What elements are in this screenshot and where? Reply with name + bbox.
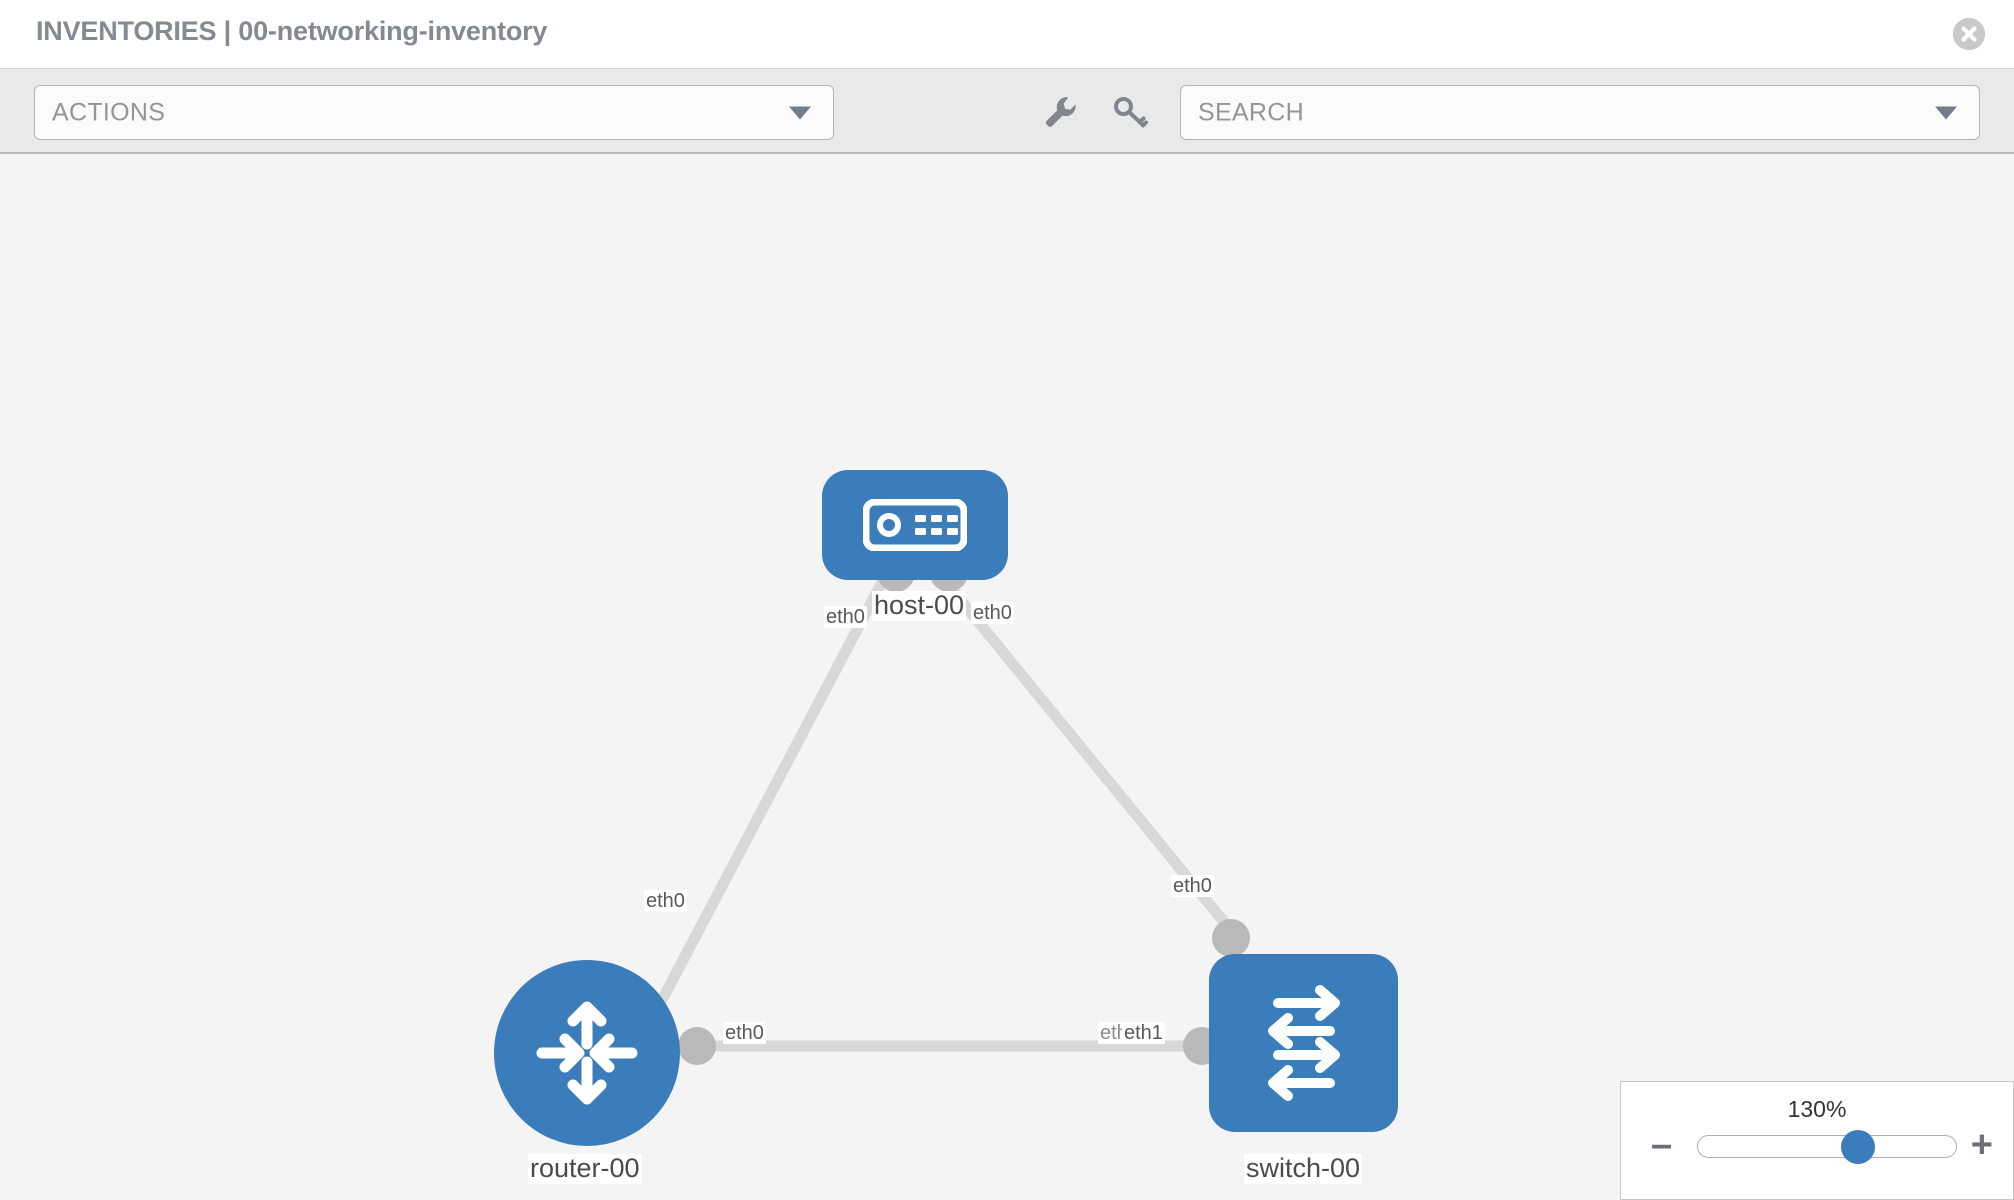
- topology-graph: host-00 eth0 eth0: [0, 154, 2014, 1200]
- zoom-percent-label: 130%: [1787, 1096, 1847, 1122]
- port-router00-right[interactable]: [678, 1027, 716, 1065]
- actions-dropdown-label: ACTIONS: [52, 98, 166, 126]
- zoom-in-button[interactable]: +: [1970, 1124, 1993, 1166]
- actions-dropdown[interactable]: ACTIONS: [34, 85, 834, 140]
- chevron-down-icon: [789, 106, 811, 119]
- node-label-switch-00: switch-00: [1244, 1153, 1363, 1184]
- page-title: INVENTORIES | 00-networking-inventory: [36, 16, 548, 46]
- edge-label-host00-eth0-left: eth0: [824, 606, 867, 628]
- switch-arrows-icon: [1267, 985, 1340, 1101]
- search-input-placeholder[interactable]: SEARCH: [1198, 98, 1304, 126]
- chevron-down-icon: [1935, 106, 1957, 119]
- close-icon[interactable]: [1953, 18, 1985, 50]
- port-switch00-top[interactable]: [1212, 919, 1250, 957]
- topology-edges: [647, 565, 1247, 1052]
- edge-label-switch00-eth1: eth1: [1122, 1022, 1165, 1044]
- zoom-slider-track[interactable]: [1697, 1130, 1957, 1164]
- edge-label-switch00-eth-overlap: eth: [1098, 1022, 1130, 1044]
- key-icon[interactable]: [1108, 91, 1152, 135]
- edge-label-router00-eth0-up: eth0: [644, 890, 687, 912]
- edge-label-switch00-eth0-up: eth0: [1171, 875, 1214, 897]
- search-dropdown[interactable]: SEARCH: [1180, 85, 1980, 140]
- node-router-00[interactable]: [494, 960, 680, 1146]
- node-label-router-00: router-00: [528, 1153, 642, 1184]
- zoom-slider-thumb[interactable]: [1841, 1130, 1875, 1164]
- edge-label-host00-eth0-right: eth0: [971, 602, 1014, 624]
- node-label-host-00: host-00: [872, 590, 967, 621]
- node-host-00[interactable]: [822, 470, 1008, 580]
- edge-host00-router00: [647, 566, 894, 1022]
- router-arrows-icon: [536, 1001, 638, 1105]
- wrench-icon[interactable]: [1040, 91, 1084, 135]
- edge-label-router00-eth0-right: eth0: [723, 1022, 766, 1044]
- topology-canvas[interactable]: host-00 eth0 eth0: [0, 154, 2014, 1200]
- server-icon: [863, 499, 967, 551]
- toolbar: ACTIONS SEARCH: [0, 69, 2014, 154]
- node-switch-00[interactable]: [1209, 954, 1398, 1132]
- page-header: INVENTORIES | 00-networking-inventory: [0, 0, 2014, 69]
- zoom-out-button[interactable]: –: [1651, 1124, 1673, 1166]
- zoom-control: 130% – +: [1620, 1081, 2014, 1200]
